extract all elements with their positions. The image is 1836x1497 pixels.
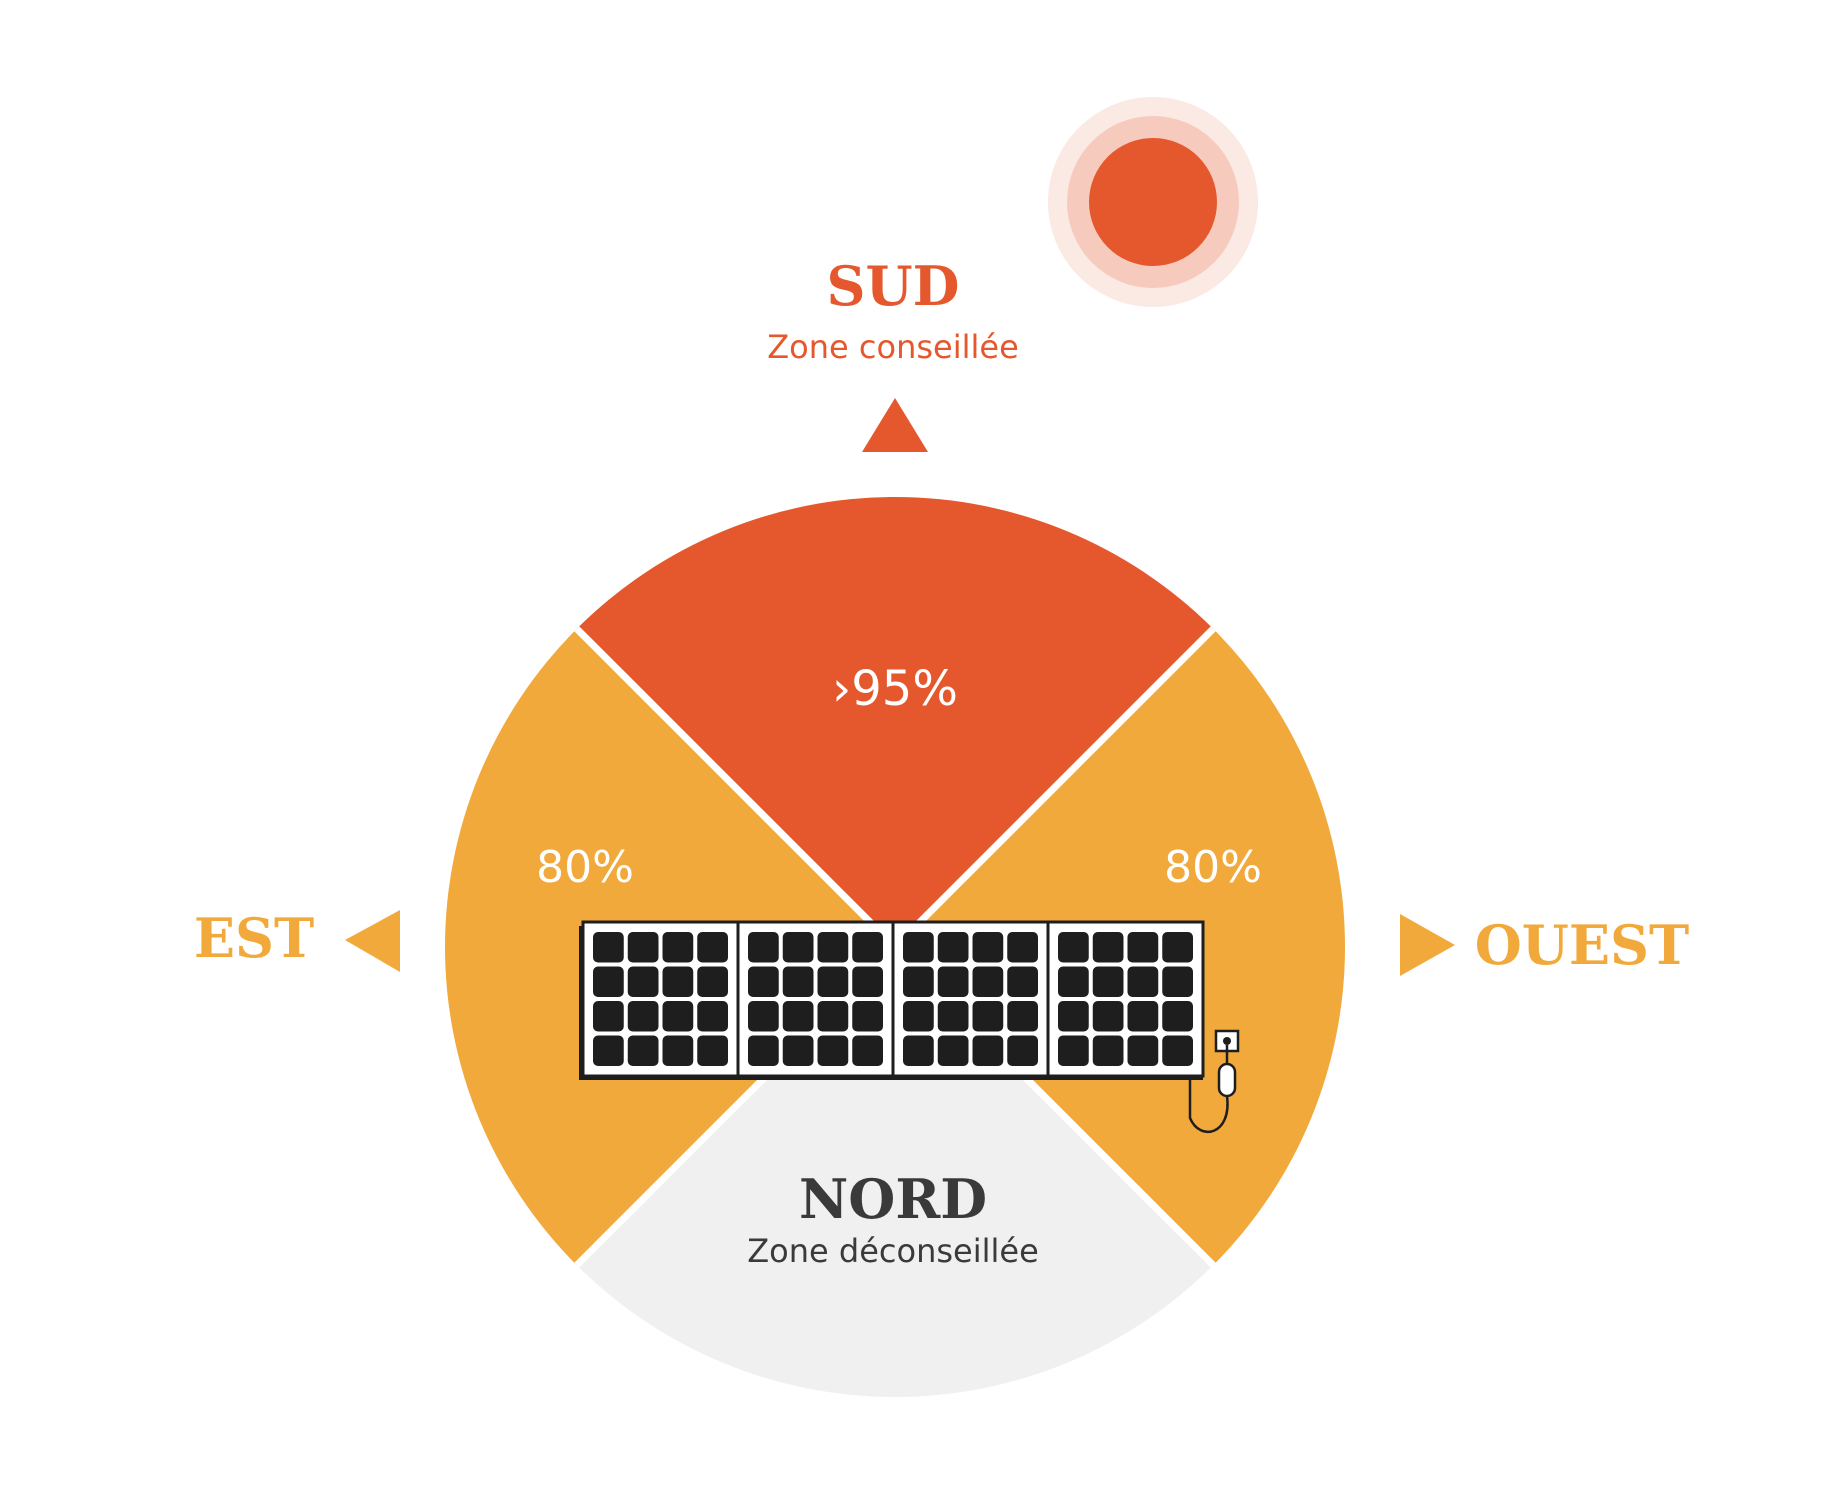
- solar-cell: [1127, 1035, 1159, 1066]
- west-yield-label: 80%: [1164, 842, 1262, 893]
- solar-cell: [627, 966, 659, 997]
- solar-cell: [972, 966, 1004, 997]
- south-zone-label: Zone conseillée: [767, 328, 1019, 366]
- solar-panel-module: [891, 920, 1050, 1078]
- south-direction-label: SUD: [827, 254, 960, 318]
- solar-cell: [972, 1001, 1004, 1032]
- solar-cell: [1058, 932, 1089, 963]
- west-arrow-icon: [1400, 914, 1455, 976]
- solar-cell: [937, 932, 969, 963]
- solar-cell: [903, 1001, 934, 1032]
- solar-cell: [593, 932, 624, 963]
- solar-cell: [937, 1035, 969, 1066]
- solar-cell: [782, 932, 814, 963]
- solar-cell: [662, 1035, 694, 1066]
- solar-cell: [1092, 1001, 1124, 1032]
- solar-cell: [817, 932, 849, 963]
- solar-cell: [852, 1001, 883, 1032]
- east-direction-label: EST: [194, 906, 314, 970]
- solar-cell: [662, 932, 694, 963]
- solar-cell: [1058, 966, 1089, 997]
- sector-divider: [574, 626, 898, 950]
- solar-panel-module: [581, 920, 740, 1078]
- solar-cell: [1007, 1035, 1038, 1066]
- solar-cell: [697, 966, 728, 997]
- solar-cell: [1092, 932, 1124, 963]
- solar-cell: [972, 1035, 1004, 1066]
- solar-cell: [627, 1035, 659, 1066]
- sun-core: [1089, 138, 1217, 266]
- solar-cell: [593, 1035, 624, 1066]
- solar-cell: [662, 1001, 694, 1032]
- solar-cell: [782, 966, 814, 997]
- east-yield-label: 80%: [536, 842, 634, 893]
- south-sector: [576, 497, 1214, 947]
- solar-cell: [1127, 966, 1159, 997]
- solar-cell: [1007, 932, 1038, 963]
- solar-cell: [697, 932, 728, 963]
- north-direction-label: NORD: [799, 1167, 987, 1231]
- solar-cell: [1162, 1035, 1193, 1066]
- solar-panel-module: [1046, 920, 1205, 1078]
- solar-cell: [852, 966, 883, 997]
- solar-cell: [817, 966, 849, 997]
- solar-cell: [972, 932, 1004, 963]
- east-arrow-icon: [345, 910, 400, 972]
- solar-cell: [593, 966, 624, 997]
- sector-divider: [892, 626, 1216, 950]
- solar-cell: [937, 1001, 969, 1032]
- solar-cell: [903, 932, 934, 963]
- solar-cell: [852, 1035, 883, 1066]
- north-zone-label: Zone déconseillée: [747, 1232, 1039, 1270]
- solar-cell: [1127, 1001, 1159, 1032]
- solar-panel-module: [736, 920, 895, 1078]
- solar-cell: [593, 1001, 624, 1032]
- solar-panel-icon: [579, 920, 1205, 1080]
- solar-cell: [782, 1035, 814, 1066]
- solar-cell: [903, 1035, 934, 1066]
- south-arrow-icon: [862, 398, 928, 452]
- solar-cell: [1162, 1001, 1193, 1032]
- solar-cell: [697, 1035, 728, 1066]
- solar-cell: [937, 966, 969, 997]
- solar-cell: [817, 1035, 849, 1066]
- solar-cell: [748, 1001, 779, 1032]
- solar-cell: [817, 1001, 849, 1032]
- solar-cell: [1058, 1035, 1089, 1066]
- sun-icon: [1048, 97, 1258, 307]
- solar-cell: [1092, 1035, 1124, 1066]
- solar-cell: [1162, 932, 1193, 963]
- west-direction-label: OUEST: [1475, 913, 1689, 977]
- solar-cell: [852, 932, 883, 963]
- solar-cell: [627, 1001, 659, 1032]
- solar-cell: [782, 1001, 814, 1032]
- south-yield-label: ›95%: [832, 661, 958, 717]
- solar-cell: [662, 966, 694, 997]
- solar-cell: [1007, 966, 1038, 997]
- solar-cell: [1162, 966, 1193, 997]
- solar-cell: [903, 966, 934, 997]
- plug-icon: [1188, 1029, 1240, 1134]
- solar-cell: [627, 932, 659, 963]
- solar-cell: [748, 966, 779, 997]
- north-sector: [576, 947, 1214, 1397]
- solar-cell: [1127, 932, 1159, 963]
- solar-cell: [1007, 1001, 1038, 1032]
- solar-cell: [748, 932, 779, 963]
- solar-cell: [748, 1035, 779, 1066]
- solar-cell: [1092, 966, 1124, 997]
- solar-cell: [1058, 1001, 1089, 1032]
- solar-cell: [697, 1001, 728, 1032]
